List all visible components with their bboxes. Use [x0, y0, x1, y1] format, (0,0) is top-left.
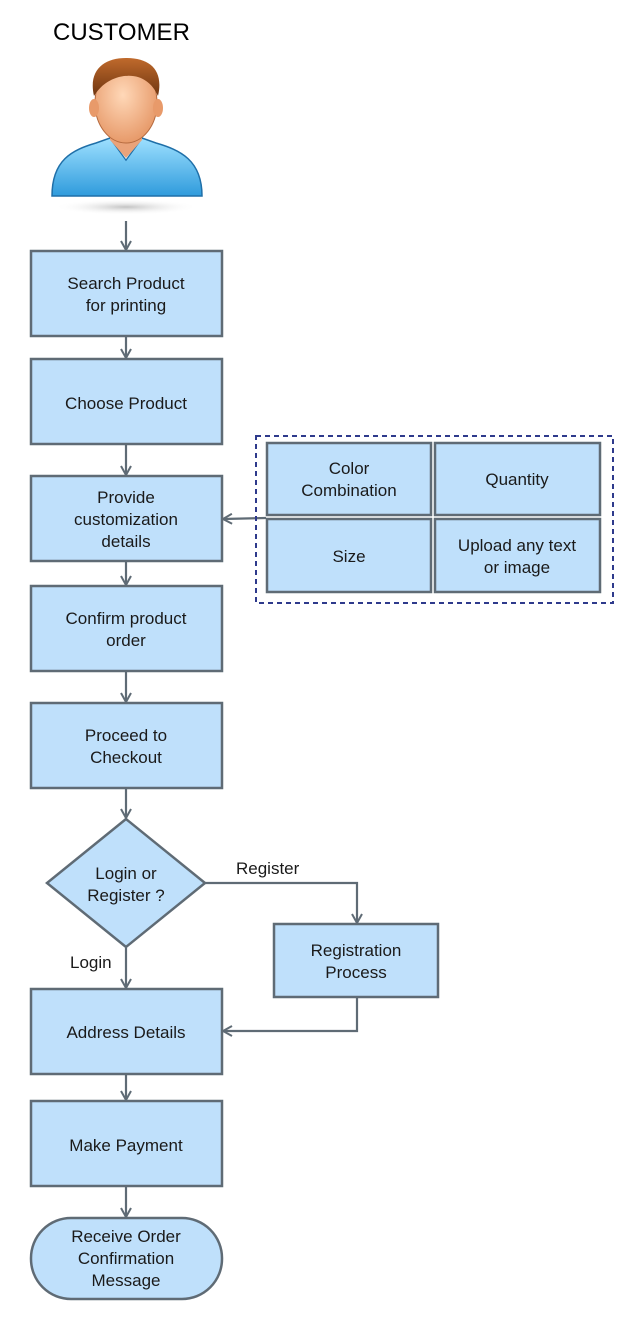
step-proceed-checkout: Proceed to Checkout [29, 701, 224, 790]
option-label-line: or image [484, 558, 550, 577]
step-label-line: Provide [97, 488, 155, 507]
step-search-product: Search Product for printing [29, 249, 224, 338]
step-label-line: Address Details [66, 1023, 185, 1042]
decision-label-line: Login or [95, 864, 157, 883]
step-address-details: Address Details [29, 987, 224, 1076]
option-label-line: Size [332, 547, 365, 566]
option-label-line: Combination [301, 481, 396, 500]
step-confirm-order: Confirm product order [29, 584, 224, 673]
decision-login-register: Login or Register ? [45, 817, 207, 949]
option-label-line: Upload any text [458, 536, 576, 555]
option-label-line: Color [329, 459, 370, 478]
step-label-line: for printing [86, 296, 166, 315]
step-label-line: details [101, 532, 150, 551]
step-receive-confirmation: Receive Order Confirmation Message [29, 1216, 224, 1301]
step-label-line: Process [325, 963, 386, 982]
edge-label-register: Register [236, 859, 300, 878]
dashed-group-border [255, 435, 614, 604]
edge-label-login: Login [70, 953, 112, 972]
step-label-line: Confirmation [78, 1249, 174, 1268]
step-label-line: Receive Order [71, 1227, 181, 1246]
step-label-line: Proceed to [85, 726, 167, 745]
step-registration-process: Registration Process [272, 922, 440, 999]
option-upload-text-image: Upload any text or image [433, 517, 602, 594]
option-quantity: Quantity [433, 441, 602, 517]
connector-options-customize [223, 518, 267, 519]
step-label-line: customization [74, 510, 178, 529]
step-provide-customization: Provide customization details [29, 474, 224, 563]
step-make-payment: Make Payment [29, 1099, 224, 1188]
step-label-line: Search Product [67, 274, 184, 293]
step-label-line: Choose Product [65, 394, 187, 413]
customer-avatar-icon [51, 58, 203, 215]
step-label-line: Checkout [90, 748, 162, 767]
option-size: Size [265, 517, 433, 594]
connector-register [205, 881, 357, 923]
option-label-line: Quantity [485, 470, 549, 489]
option-color-combination: Color Combination [265, 441, 433, 517]
step-choose-product: Choose Product [29, 357, 224, 446]
step-label-line: order [106, 631, 146, 650]
decision-label-line: Register ? [87, 886, 164, 905]
customization-options-group: Color Combination Quantity Size Upload a… [255, 435, 614, 604]
step-label-line: Registration [311, 941, 402, 960]
customer-title: CUSTOMER [53, 19, 190, 46]
step-label-line: Make Payment [69, 1136, 183, 1155]
connector-registration-address [223, 997, 359, 1031]
step-label-line: Message [92, 1271, 161, 1290]
step-label-line: Confirm product [66, 609, 187, 628]
